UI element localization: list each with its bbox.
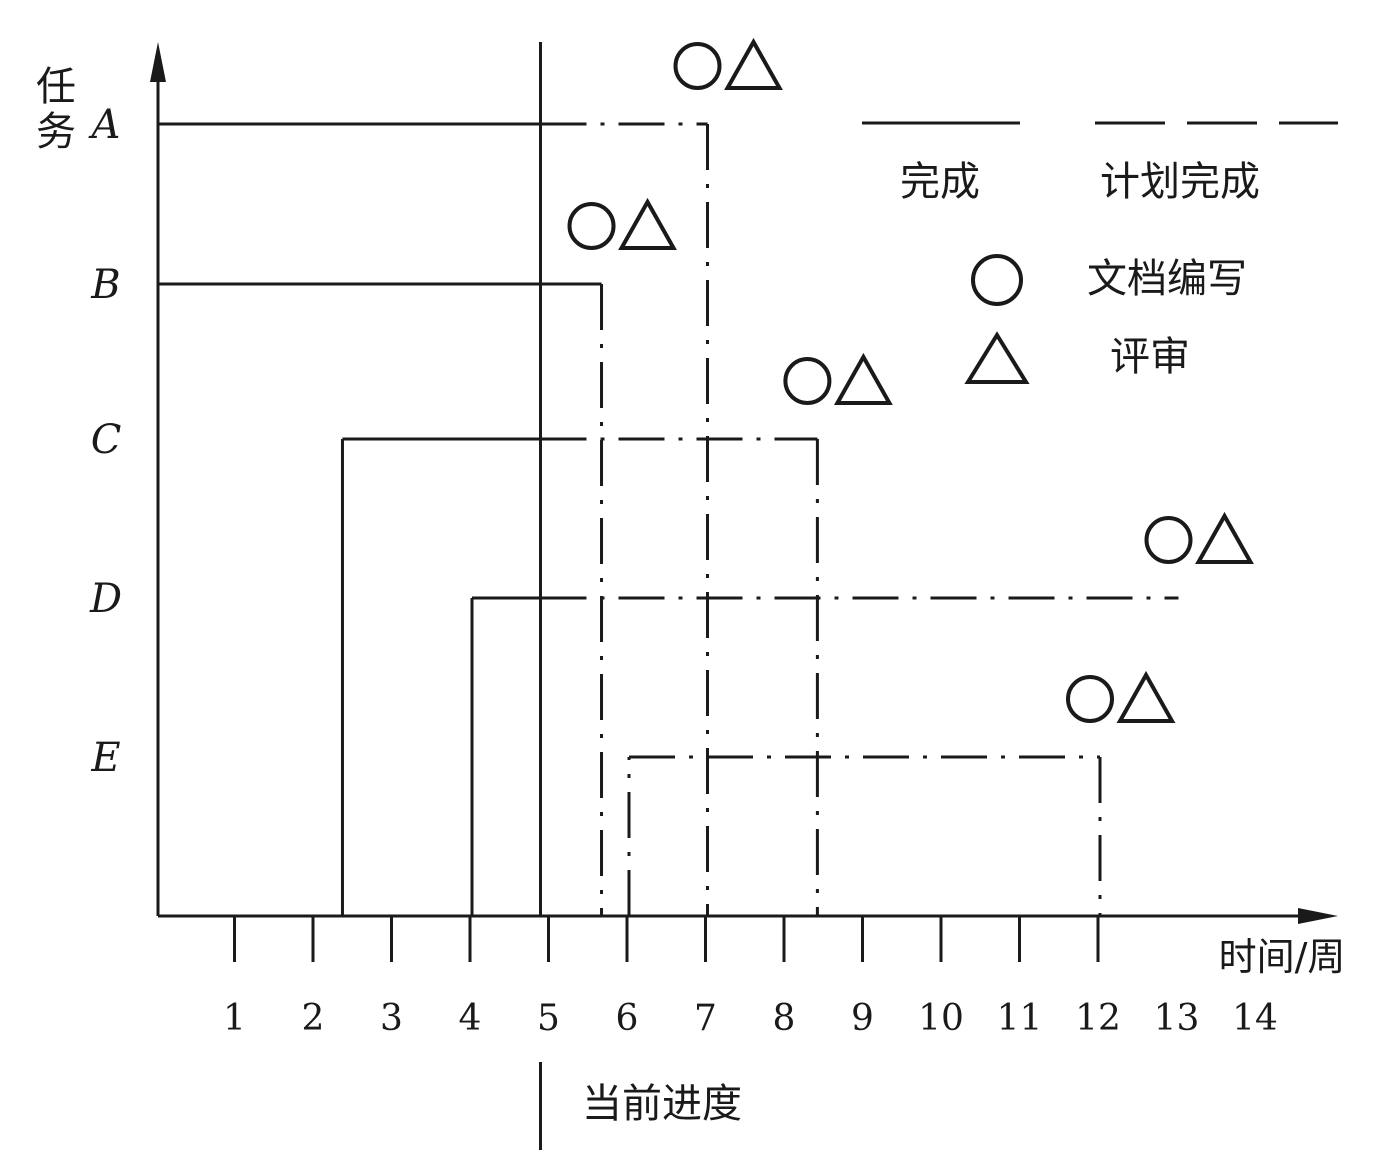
doc-circle-icon-d: [1144, 516, 1193, 564]
x-tick-label: 1: [223, 998, 246, 1039]
legend-planned-label: 计划完成: [1100, 159, 1260, 205]
legend-done-label: 完成: [900, 159, 980, 205]
review-triangle-icon-e: [1116, 670, 1176, 723]
task-label-e: E: [90, 735, 120, 781]
doc-circle-icon-e: [1066, 675, 1114, 723]
task-label-a: A: [88, 102, 121, 148]
x-tick-label: 3: [380, 998, 403, 1039]
doc-circle-icon-b: [567, 202, 616, 250]
x-tick-label: 14: [1232, 998, 1278, 1039]
legend-doc-label: 文档编写: [1087, 256, 1247, 302]
doc-circle-icon-a: [673, 42, 722, 90]
x-axis-arrow-icon: [1298, 908, 1338, 924]
x-tick-label: 4: [459, 998, 482, 1039]
task-label-b: B: [90, 262, 120, 308]
review-triangle-icon-d: [1195, 511, 1254, 564]
x-tick-label: 11: [997, 998, 1043, 1039]
review-triangle-icon-b: [618, 197, 677, 250]
x-tick-label: 9: [851, 998, 874, 1039]
x-tick-label: 6: [616, 998, 639, 1039]
task-bars: A B C D E: [88, 102, 1179, 916]
x-tick-label: 2: [302, 998, 325, 1039]
y-axis-label-char-2: 务: [36, 109, 76, 155]
task-label-d: D: [89, 576, 122, 622]
review-triangle-icon-c: [833, 352, 893, 405]
task-label-c: C: [91, 417, 122, 463]
legend-review-label: 评审: [1110, 334, 1190, 380]
current-progress-label: 当前进度: [582, 1081, 742, 1127]
y-axis-label-char-1: 任: [36, 64, 76, 110]
legend-triangle-icon: [964, 331, 1030, 384]
legend-circle-icon: [971, 254, 1023, 306]
y-axis-arrow-icon: [150, 42, 166, 82]
doc-circle-icon-c: [783, 357, 832, 405]
x-tick-label: 10: [918, 998, 964, 1039]
x-tick-label: 8: [773, 998, 796, 1039]
x-tick-label: 12: [1075, 998, 1121, 1039]
legend: 完成 计划完成 文档编写 评审: [862, 121, 1338, 384]
x-tick-label: 5: [537, 998, 560, 1039]
x-axis-label: 时间/周: [1219, 935, 1346, 979]
milestone-markers: [567, 37, 1254, 723]
x-tick-label: 13: [1154, 998, 1200, 1039]
review-triangle-icon-a: [724, 37, 783, 90]
x-tick-label: 7: [694, 998, 717, 1039]
